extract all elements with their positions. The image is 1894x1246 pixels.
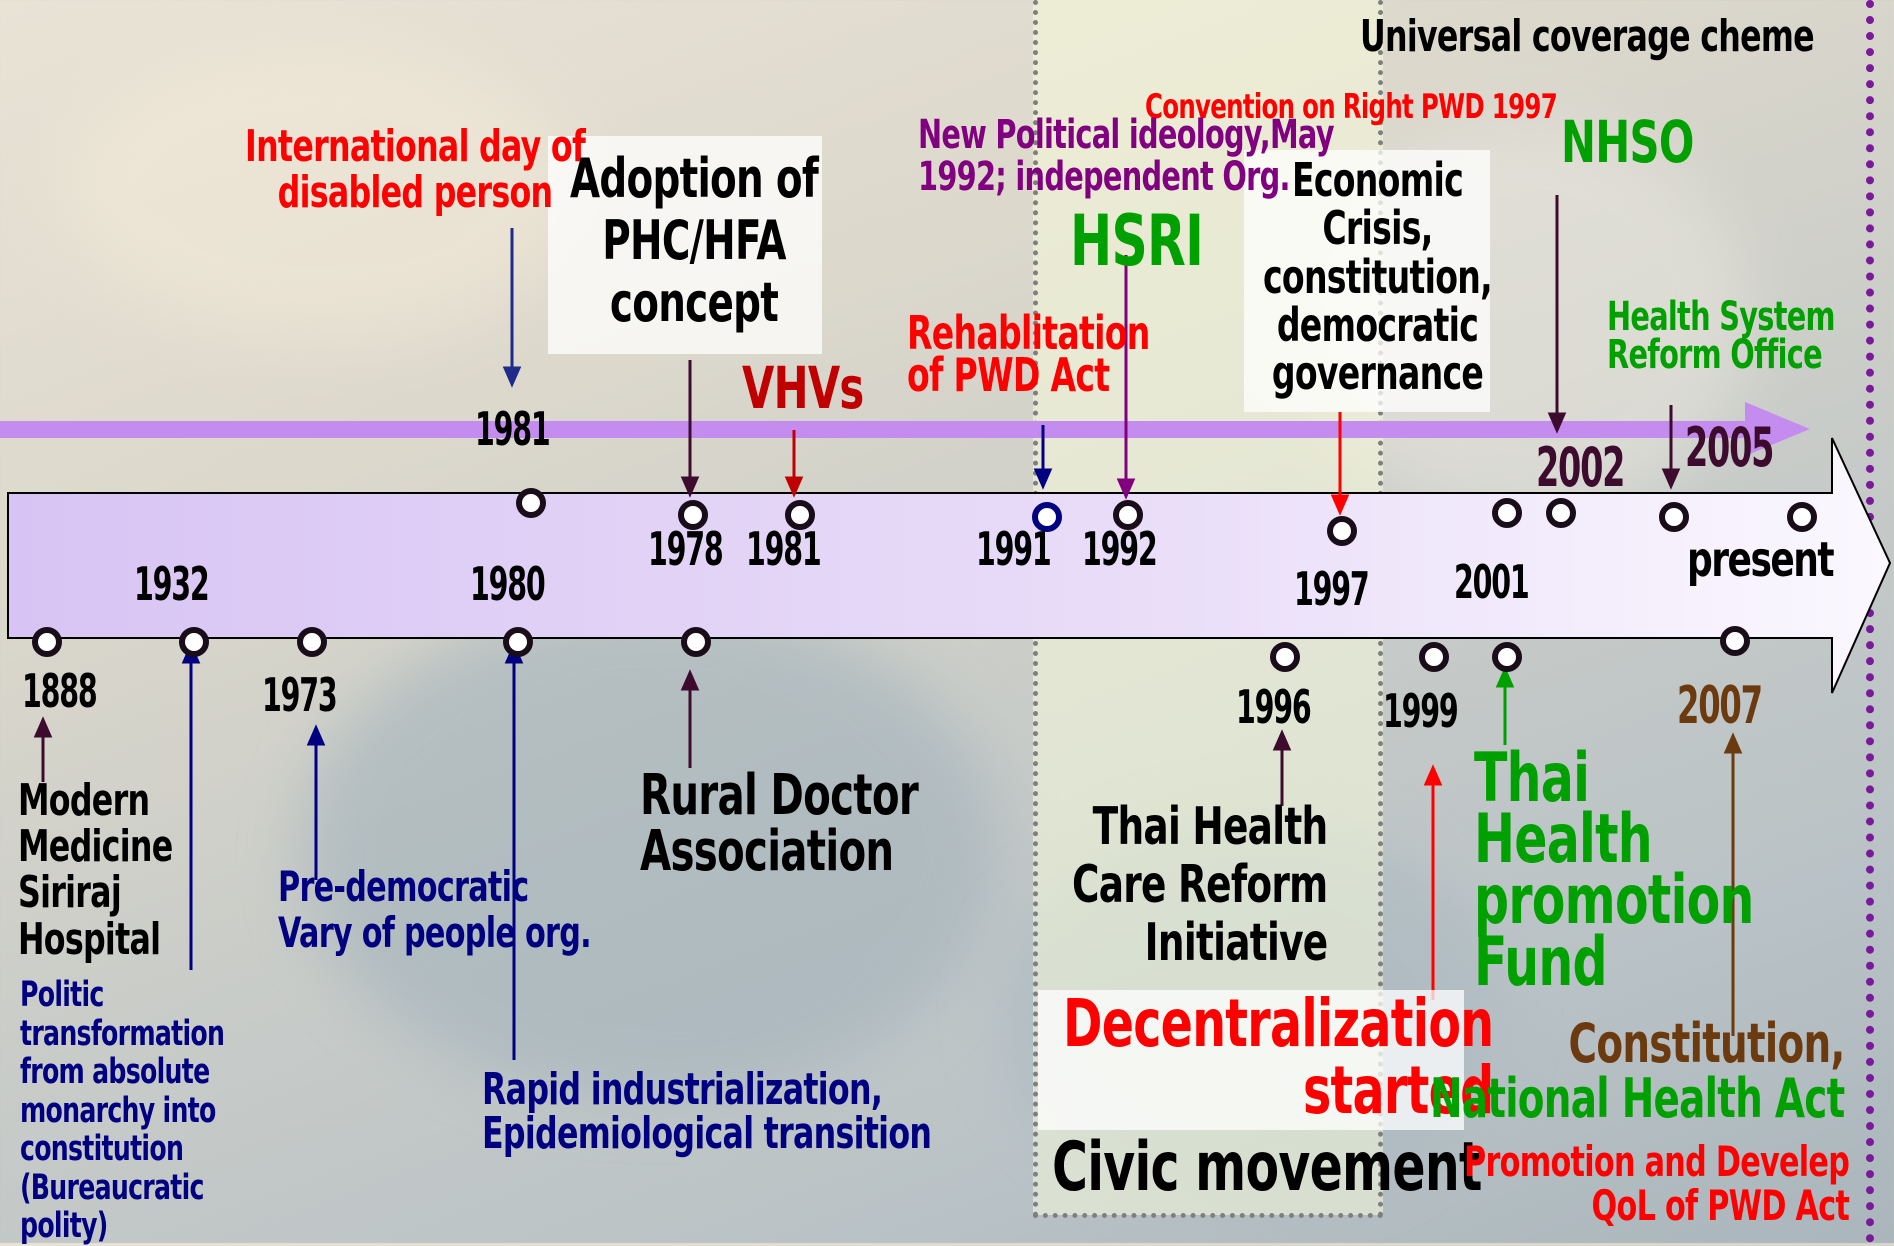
label-box-decentralization	[1038, 990, 1464, 1130]
label-constitution-nha: Constitution, National Health Act	[1430, 1016, 1845, 1126]
year-1992: 1992	[1082, 522, 1158, 576]
right-border	[1866, 0, 1874, 1243]
label-rural-doctor: Rural Doctor Association	[640, 763, 919, 884]
connector-pre-democratic	[306, 724, 326, 880]
year-2001: 2001	[1454, 555, 1530, 609]
year-1981-top: 1981	[475, 402, 551, 456]
bullet-2005	[1659, 502, 1689, 532]
label-promotion-develep: Promotion and Develep QoL of PWD Act	[1464, 1137, 1850, 1231]
connector-decentralization	[1423, 764, 1443, 1000]
connector-economic-crisis	[1330, 412, 1350, 516]
bullet-1980	[503, 627, 533, 657]
purple-arrow	[0, 402, 1810, 456]
label-decentralization: Decentralization started	[1063, 985, 1494, 1130]
year-1932: 1932	[134, 557, 210, 611]
label-rapid-industrialization: Rapid industrialization, Epidemiological…	[482, 1064, 932, 1159]
label-thai-health-promotion: Thai Health promotion Fund	[1474, 739, 1754, 1002]
connector-hsri	[1116, 255, 1136, 500]
year-1978: 1978	[648, 522, 724, 576]
connector-thai-health-care-reform	[1272, 729, 1292, 806]
connector-constitution	[1723, 732, 1743, 1036]
label-politic-transformation: Politic transformation from absolute mon…	[20, 975, 225, 1246]
bullet-1932	[179, 627, 209, 657]
label-civic-movement: Civic movement	[1052, 1128, 1482, 1207]
connector-vhvs	[784, 430, 804, 498]
region-border-bottom	[1033, 1213, 1383, 1218]
connector-rapid-industrialization	[504, 642, 524, 1060]
label-nhso: NHSO	[1561, 108, 1694, 176]
connector-international-day	[502, 228, 522, 388]
label-international-day: International day of disabled person	[245, 121, 586, 219]
label-universal-coverage: Universal coverage cheme	[1360, 11, 1815, 62]
connector-health-system-reform	[1661, 405, 1681, 490]
bullet-2007	[1720, 626, 1750, 656]
year-1991: 1991	[976, 522, 1052, 576]
year-1996: 1996	[1236, 680, 1312, 734]
bullet-1991	[1032, 502, 1062, 532]
bullet-1992	[1113, 500, 1143, 530]
year-2002: 2002	[1536, 436, 1625, 499]
label-constitution-line: Constitution,	[1568, 1012, 1846, 1075]
label-box-economic-crisis	[1244, 150, 1490, 412]
connector-modern-medicine	[33, 716, 53, 782]
label-vhvs: VHVs	[742, 354, 864, 422]
label-health-system-reform: Health System Reform Office	[1607, 294, 1836, 378]
year-1980: 1980	[470, 557, 546, 611]
connector-rehabilitation	[1033, 425, 1053, 490]
connector-rural-doctor	[680, 669, 700, 768]
bullet-1996	[1270, 642, 1300, 672]
label-box-adoption-phc	[548, 136, 822, 354]
year-1981: 1981	[746, 522, 822, 576]
bullet-2002	[1546, 498, 1576, 528]
bullet-1981-top	[516, 488, 546, 518]
year-1888: 1888	[22, 664, 98, 718]
bullet-1997	[1327, 516, 1357, 546]
year-present: present	[1687, 532, 1835, 588]
year-2005: 2005	[1685, 416, 1774, 479]
year-2007: 2007	[1677, 676, 1763, 736]
year-1999: 1999	[1383, 684, 1459, 738]
label-rehabilitation-pwd: Rehablitation of PWD Act	[907, 306, 1150, 403]
label-pre-democratic: Pre-democratic Vary of people org.	[278, 862, 592, 958]
year-1973: 1973	[262, 668, 338, 722]
bullet-1978	[678, 500, 708, 530]
bullet-1973	[297, 627, 327, 657]
bullet-1981	[785, 500, 815, 530]
connector-politic-transformation	[181, 642, 201, 970]
label-new-political: New Political ideology,May 1992; indepen…	[918, 112, 1334, 200]
connector-thai-health-promotion	[1495, 666, 1515, 745]
label-hsri: HSRI	[1070, 200, 1204, 282]
year-1997: 1997	[1294, 562, 1370, 616]
background-blob	[60, 40, 580, 340]
bullet-2001-bottom	[1492, 642, 1522, 672]
connector-adoption-phc	[680, 360, 700, 498]
background-blob	[300, 600, 1000, 1100]
bullet-1888	[32, 627, 62, 657]
bullet-present	[1787, 502, 1817, 532]
label-thai-health-care-reform: Thai Health Care Reform Initiative	[1072, 797, 1328, 974]
label-national-health-act-line: National Health Act	[1430, 1067, 1845, 1131]
connector-nhso	[1547, 195, 1567, 434]
bullet-1999	[1419, 642, 1449, 672]
label-modern-medicine: Modern Medicine Siriraj Hospital	[18, 775, 173, 965]
bullet-1978-bottom	[681, 627, 711, 657]
bullet-2001	[1492, 498, 1522, 528]
label-economic-crisis: Economic Crisis, constitution, democrati…	[1263, 153, 1493, 401]
label-adoption-phc: Adoption of PHC/HFA concept	[570, 147, 819, 335]
label-convention-pwd: Convention on Right PWD 1997	[1145, 87, 1558, 127]
